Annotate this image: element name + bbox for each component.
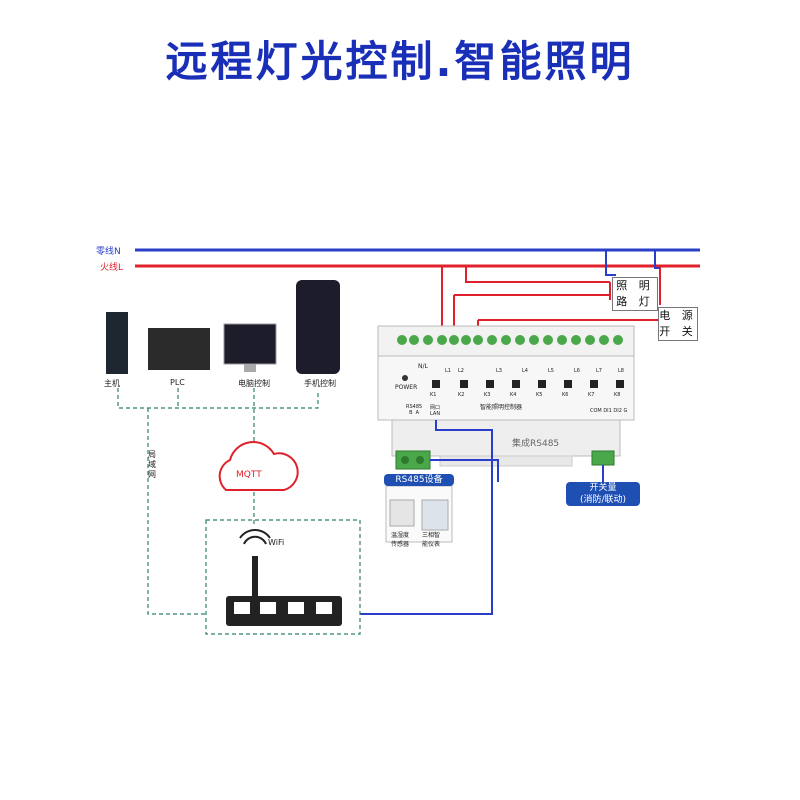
rs485-terminal [395, 450, 431, 470]
router-image [226, 529, 342, 626]
lan-cable [360, 420, 493, 615]
power-switch-label-1: 电 源 [659, 309, 697, 322]
pc-image [223, 323, 277, 365]
line-l3: L3 [496, 368, 502, 374]
rs485-devices-tag: RS485设备 [384, 474, 454, 486]
rs485-port-text: RS485 B A [406, 404, 423, 416]
power-switch-label-2: 开 关 [659, 325, 697, 338]
line-l6: L6 [574, 368, 580, 374]
relay-indicators [432, 380, 624, 388]
brand-text: 集成RS485 [512, 439, 560, 449]
neutral-label: 零线N [96, 247, 121, 257]
meter-label: 三相智 能仪表 [422, 532, 441, 548]
meter-image [421, 499, 449, 531]
line-l5: L5 [548, 368, 554, 374]
lighting-label-1: 照 明 [616, 279, 654, 292]
switch-input-tag: 开关量 (消防/联动) [566, 482, 640, 506]
page-title: 远程灯光控制.智能照明 [165, 37, 635, 86]
controller-module [377, 325, 635, 467]
neutral-drops [605, 250, 660, 276]
lighting-box: 照 明 路 灯 [612, 277, 658, 311]
output-k5: K5 [536, 392, 543, 398]
output-k4: K4 [510, 392, 517, 398]
switch-terminal [591, 450, 615, 466]
output-k8: K8 [614, 392, 621, 398]
output-k3: K3 [484, 392, 491, 398]
wifi-label: WiFi [268, 538, 285, 547]
mqtt-label: MQTT [236, 470, 262, 480]
sensor-label: 温湿度 传感器 [391, 532, 410, 548]
power-led [402, 375, 408, 381]
live-drops [441, 266, 661, 340]
line-l4: L4 [522, 368, 528, 374]
phone-label: 手机控制 [304, 379, 336, 388]
line-l7: L7 [596, 368, 602, 374]
line-l2: L2 [458, 368, 464, 374]
phone-image [296, 280, 340, 374]
nl-text: N/L [418, 363, 428, 370]
live-label: 火线L [100, 263, 124, 273]
line-l1: L1 [445, 368, 451, 374]
plc-label: PLC [170, 378, 185, 387]
mqtt-cloud [218, 441, 299, 491]
output-k2: K2 [458, 392, 465, 398]
top-terminals [397, 335, 623, 345]
pc-label: 电脑控制 [238, 379, 270, 388]
output-k1: K1 [430, 392, 437, 398]
inputs-text: COM DI1 DI2 G [590, 408, 628, 414]
controller-model: 智能照明控制器 [480, 404, 523, 411]
lan-port-text: 网口 LAN [430, 405, 441, 417]
lan-dashed [117, 388, 361, 635]
line-l8: L8 [618, 368, 624, 374]
output-k7: K7 [588, 392, 595, 398]
host-image [106, 312, 128, 374]
power-switch-box: 电 源 开 关 [658, 307, 698, 341]
output-k6: K6 [562, 392, 569, 398]
power-text: POWER [395, 384, 418, 391]
lan-label: 局域网 [148, 450, 156, 479]
host-label: 主机 [104, 379, 120, 388]
lighting-label-2: 路 灯 [616, 295, 654, 308]
sensor-image [389, 499, 415, 527]
plc-image [148, 328, 210, 370]
